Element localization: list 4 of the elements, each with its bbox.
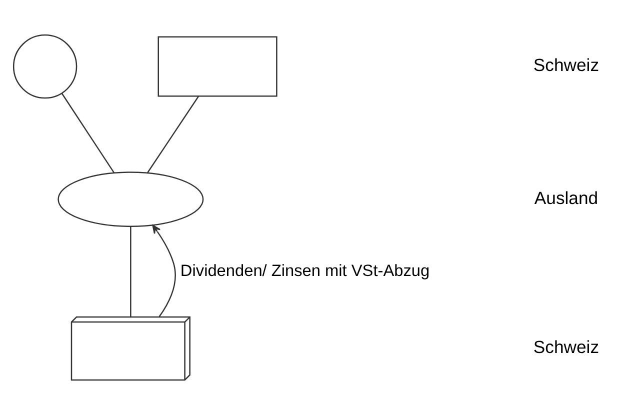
label: Schweiz [533,54,600,75]
label: Ausland [534,187,598,208]
edge-label: Dividenden/ Zinsen mit VSt-Abzug [180,261,430,280]
label: Schweiz [533,336,600,357]
